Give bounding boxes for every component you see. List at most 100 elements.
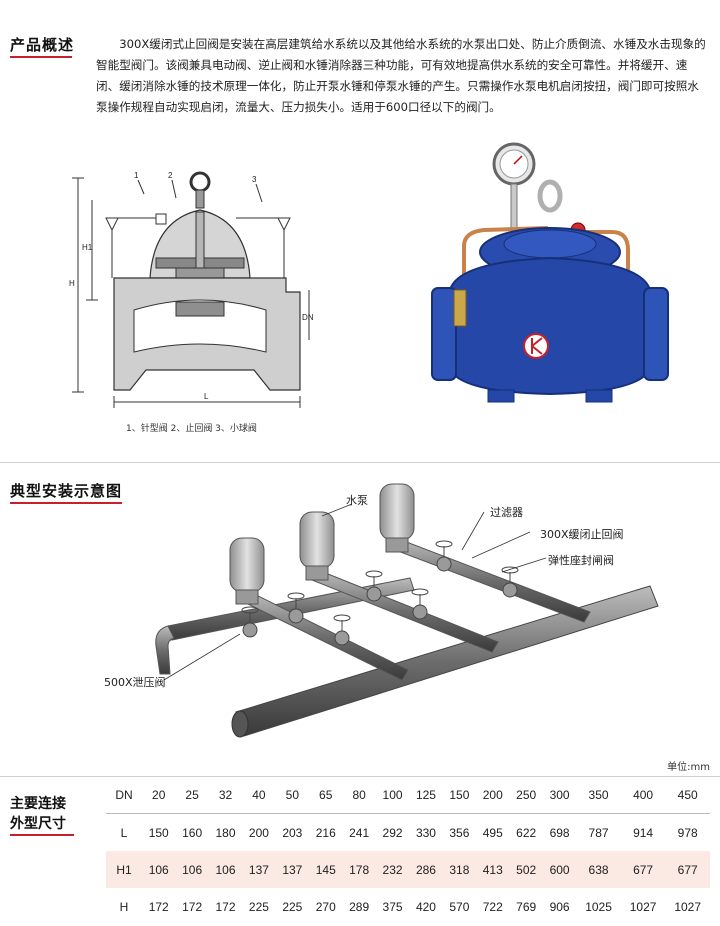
dimensions-cell: 495 <box>476 813 510 851</box>
dimensions-cell: 160 <box>175 813 209 851</box>
dimensions-cell: 600 <box>542 851 577 888</box>
dimensions-cell: 106 <box>208 851 243 888</box>
dimensions-cell: 356 <box>442 813 477 851</box>
valve-section-drawing: 1 2 3 H H1 DN L <box>69 171 314 408</box>
installation-title: 典型安装示意图 <box>10 482 123 500</box>
dimensions-cell: 172 <box>182 899 203 914</box>
dimensions-cell: 677 <box>620 851 666 888</box>
dimensions-cell: 241 <box>342 813 376 851</box>
dimensions-cell: 914 <box>620 813 666 851</box>
label-relief-valve: 500X泄压阀 <box>104 676 166 689</box>
dimensions-cell: 200 <box>242 813 276 851</box>
dimensions-cell: 250 <box>516 787 537 802</box>
dimensions-cell: 106 <box>175 851 209 888</box>
valve-product-image <box>431 142 669 403</box>
dimensions-cell: 769 <box>516 899 537 914</box>
unit-label: 单位:mm <box>667 762 710 773</box>
dimensions-cell: 978 <box>665 813 710 851</box>
table-top-border <box>0 776 720 777</box>
installation-title-underline <box>10 502 122 504</box>
dimensions-table: DN 20 25 32 40 50 65 80 100 125 150 200 250 300 350 400… <box>106 776 710 925</box>
dimensions-cell: 413 <box>476 851 510 888</box>
dimensions-cell: 350 <box>588 787 609 802</box>
dimensions-cell: 292 <box>375 813 410 851</box>
drawing-caption: 1、针型阀 2、止回阀 3、小球阀 <box>126 424 257 434</box>
dimensions-cell: 502 <box>509 851 543 888</box>
dimensions-cell: 698 <box>542 813 577 851</box>
dimensions-title: 主要连接 外型尺寸 <box>10 794 66 834</box>
dimensions-cell: 80 <box>352 787 366 802</box>
dimensions-cell: 420 <box>415 899 436 914</box>
dimensions-cell: 300 <box>549 787 570 802</box>
dimensions-cell: 180 <box>208 813 243 851</box>
dimensions-cell: 40 <box>252 787 266 802</box>
section-divider <box>0 462 720 463</box>
dimensions-cell: 20 <box>152 787 166 802</box>
label-gate-valve: 弹性座封闸阀 <box>548 554 614 567</box>
dimensions-cell: 225 <box>282 899 303 914</box>
dimensions-cell: 137 <box>242 851 276 888</box>
drawing-label-2: 2 <box>168 171 173 180</box>
dimensions-cell: 100 <box>382 787 403 802</box>
dimensions-cell: 787 <box>576 813 621 851</box>
dimensions-row-label: H <box>119 899 129 914</box>
dimensions-row-label: L <box>106 813 142 851</box>
dimensions-cell: 286 <box>409 851 443 888</box>
dimensions-cell: 203 <box>275 813 310 851</box>
dimensions-cell: 1025 <box>585 899 612 914</box>
dimensions-cell: 216 <box>309 813 343 851</box>
dimensions-cell: 137 <box>275 851 310 888</box>
dimensions-cell: 150 <box>142 813 176 851</box>
label-filter: 过滤器 <box>490 506 523 519</box>
overview-text: 300X缓闭式止回阀是安装在高层建筑给水系统以及其他给水系统的水泵出口处、防止介… <box>96 34 708 118</box>
dimensions-cell: 722 <box>482 899 503 914</box>
installation-diagram <box>155 483 659 738</box>
dimensions-cell: 450 <box>677 787 698 802</box>
dimensions-cell: 1027 <box>674 899 702 914</box>
drawing-label-3: 3 <box>252 175 257 184</box>
dimensions-cell: 232 <box>375 851 410 888</box>
dimensions-cell: 677 <box>665 851 710 888</box>
dimensions-title-underline <box>10 834 74 836</box>
dimensions-row: H 172 172 172 225 225 270 289 375 420 570 722 769 906… <box>106 888 710 925</box>
dimensions-cell: 318 <box>442 851 477 888</box>
drawing-label-dn: DN <box>302 313 314 322</box>
dimensions-cell: 106 <box>142 851 176 888</box>
dimensions-cell: 32 <box>218 787 233 802</box>
dimensions-title-line2: 外型尺寸 <box>10 816 66 832</box>
dimensions-cell: 225 <box>248 899 269 914</box>
drawing-label-1: 1 <box>134 171 139 180</box>
dimensions-cell: 330 <box>409 813 443 851</box>
dimensions-cell: 65 <box>319 787 333 802</box>
drawing-label-h1: H1 <box>82 243 93 252</box>
dimensions-cell: 145 <box>309 851 343 888</box>
dimensions-cell: 622 <box>509 813 543 851</box>
dimensions-title-line1: 主要连接 <box>10 796 66 812</box>
dimensions-cell: 570 <box>449 899 470 914</box>
overview-paragraph: 300X缓闭式止回阀是安装在高层建筑给水系统以及其他给水系统的水泵出口处、防止介… <box>96 37 706 114</box>
dimensions-cell: 638 <box>576 851 621 888</box>
drawing-label-l: L <box>204 392 209 401</box>
dimensions-cell: 172 <box>148 899 169 914</box>
dimensions-row-label: H1 <box>106 851 142 888</box>
dimensions-cell: 50 <box>285 787 299 802</box>
drawing-label-h: H <box>69 279 75 288</box>
overview-title-underline <box>10 56 72 58</box>
label-check-valve: 300X缓闭止回阀 <box>540 528 624 541</box>
dimensions-cell: 400 <box>633 787 654 802</box>
dimensions-cell: 150 <box>449 787 470 802</box>
dimensions-cell: 270 <box>315 899 336 914</box>
dimensions-cell: 906 <box>549 899 570 914</box>
dimensions-row: DN 20 25 32 40 50 65 80 100 125 150 200 250 300 350 400… <box>106 776 710 814</box>
dimensions-cell: 125 <box>415 787 436 802</box>
dimensions-cell: 172 <box>215 899 236 914</box>
dimensions-cell: 289 <box>349 899 370 914</box>
dimensions-cell: 200 <box>482 787 503 802</box>
dimensions-cell: 375 <box>382 899 403 914</box>
dimensions-row-label: DN <box>115 787 133 802</box>
overview-title: 产品概述 <box>10 36 75 54</box>
dimensions-cell: 25 <box>185 787 199 802</box>
dimensions-cell: 1027 <box>629 899 657 914</box>
